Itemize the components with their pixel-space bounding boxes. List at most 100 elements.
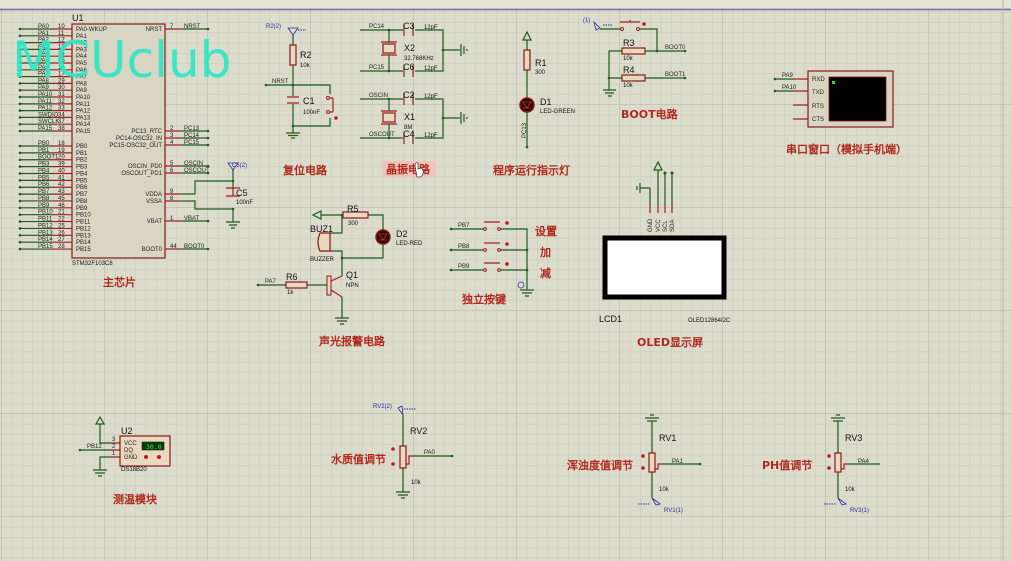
pin-terminal[interactable] (18, 75, 22, 78)
oled-display[interactable]: GND VCC SCL SDA LCD1 OLED12864I2C OLED显示… (599, 160, 731, 349)
pin-terminal[interactable] (18, 192, 22, 196)
chip-body[interactable] (71, 23, 166, 259)
pin-terminal[interactable] (18, 179, 22, 182)
r1-resistor[interactable] (523, 49, 531, 71)
keys-circuit[interactable]: PB7 PB8 PB9 设置 加 减 独立按键 (449, 221, 557, 306)
pin-terminal[interactable] (18, 116, 22, 119)
pin-number: 40 (58, 168, 65, 174)
pb12-net-label: PB12 (87, 444, 102, 450)
pin-terminal[interactable] (18, 227, 22, 230)
pin-terminal[interactable] (206, 143, 210, 147)
pin-terminal[interactable] (18, 144, 22, 148)
rv3-potentiometer[interactable]: RV3(1) RV3 10k PA4 PH值调节 (762, 414, 880, 514)
rv1-potentiometer[interactable]: RV1(1) RV1 10k PA1 浑浊度值调节 (567, 414, 702, 514)
c5-capacitor[interactable]: C5(2) C5 100nF (188, 162, 253, 229)
pin-terminal[interactable] (18, 158, 22, 162)
r3-resistor[interactable] (621, 47, 646, 55)
net-label: PB9 (38, 203, 50, 209)
pin-terminal[interactable] (18, 165, 22, 168)
pin-terminal[interactable] (18, 151, 22, 155)
run-led-circuit[interactable]: R1 300 D1 LED-GREEN PC13 程序运行指示灯 (493, 30, 575, 177)
pin-terminal[interactable] (18, 109, 22, 112)
pin-terminal[interactable] (18, 82, 22, 85)
rv1-ref: RV1 (659, 433, 676, 443)
rv1-body[interactable] (648, 452, 656, 473)
oled-title: OLED显示屏 (637, 336, 703, 349)
d2-led[interactable] (375, 229, 391, 245)
pin-terminal[interactable] (18, 95, 22, 99)
pin-terminal[interactable] (18, 199, 22, 203)
pin-number: 43 (58, 189, 65, 195)
reset-button[interactable] (330, 97, 334, 113)
rv2-body[interactable] (399, 445, 407, 469)
ds18b20-body[interactable] (119, 435, 171, 467)
pin-terminal[interactable] (18, 122, 22, 126)
pa10-net-label: PA10 (782, 85, 797, 91)
pin-terminal[interactable] (18, 27, 22, 31)
reset-circuit[interactable]: R2(2) R2 10k NRST C1 100nF 复位电路 (264, 24, 338, 177)
pin-terminal[interactable] (18, 61, 22, 65)
virtual-terminal[interactable]: PA9 PA10 RXD TXD RTS CTS 串口窗口（模拟手机端） (773, 70, 907, 156)
temp-down-button[interactable] (144, 455, 148, 459)
ds18b20-title: 测温模块 (113, 492, 158, 506)
pin-number: 18 (58, 141, 65, 147)
buzzer[interactable] (317, 232, 331, 252)
rv2-potentiometer[interactable]: RV2(2) RV2 10k PA0 水质值调节 (331, 404, 454, 499)
r6-resistor[interactable] (285, 281, 308, 289)
c2-value: 12pF (424, 94, 438, 100)
q1-transistor[interactable] (326, 275, 332, 296)
pin-terminal[interactable] (206, 27, 210, 31)
boot-circuit[interactable]: (1) R3 10k R4 10k BOOT0 BOOT1 BOOT电路 (583, 18, 687, 121)
net-label: PA2 (38, 38, 50, 44)
net-label: PA8 (38, 78, 50, 84)
key-switches[interactable] (484, 221, 500, 264)
pin-terminal[interactable] (18, 34, 22, 38)
pin-terminal[interactable] (18, 220, 22, 223)
pin-terminal[interactable] (18, 41, 22, 44)
pin-terminal[interactable] (18, 48, 22, 51)
pin-terminal[interactable] (18, 129, 22, 133)
c5-ref: C5 (236, 188, 248, 198)
pin-terminal[interactable] (206, 129, 210, 133)
pin-terminal[interactable] (206, 136, 210, 140)
r2-value: 10k (300, 63, 311, 69)
pin-terminal[interactable] (18, 185, 22, 189)
pa9-net-label: PA9 (782, 73, 794, 79)
rts-pin-label: RTS (812, 104, 824, 110)
pin-terminal[interactable] (206, 164, 210, 168)
c4-value: 12pF (424, 133, 438, 139)
terminal-screen[interactable] (828, 76, 887, 122)
pin-terminal[interactable] (18, 68, 22, 72)
r2-resistor[interactable] (289, 44, 297, 66)
r4-resistor[interactable] (621, 74, 646, 82)
x1-crystal[interactable] (382, 112, 396, 123)
pin-terminal[interactable] (206, 171, 210, 175)
pin-terminal[interactable] (18, 213, 22, 216)
pin-terminal[interactable] (18, 172, 22, 175)
pin-terminal[interactable] (206, 247, 210, 251)
r4-ref: R4 (623, 65, 635, 75)
crystal-circuit[interactable]: PC14 PC15 OSCIN OSCOUT C3 12pF C6 12pF C… (360, 21, 468, 178)
alarm-circuit[interactable]: R5 300 BUZ1 BUZZER D2 LED-RED Q1 NPN R6 … (256, 204, 423, 348)
oled-screen[interactable] (602, 235, 727, 300)
chip-ref: U1 (72, 13, 84, 23)
boot-switch[interactable] (620, 20, 640, 23)
rv3-body[interactable] (834, 452, 842, 473)
pin-terminal[interactable] (18, 206, 22, 210)
pin-terminal[interactable] (18, 240, 22, 244)
d1-led[interactable] (519, 97, 535, 113)
pin-terminal[interactable] (18, 234, 22, 237)
keys-title: 独立按键 (461, 292, 507, 306)
ds18b20-sensor[interactable]: 30.0 VCC DQ GND 3 2 1 PB12 U2 DS18B20 测温… (78, 415, 171, 506)
pin-terminal[interactable] (18, 54, 22, 58)
temp-up-button[interactable] (157, 455, 161, 459)
pin-number: 37 (58, 119, 65, 125)
pin-terminal[interactable] (18, 102, 22, 106)
pin-terminal[interactable] (18, 88, 22, 92)
x2-crystal[interactable] (382, 43, 396, 54)
pc15-net-label: PC15 (369, 65, 385, 71)
pin-terminal[interactable] (18, 247, 22, 251)
pin-terminal[interactable] (206, 219, 210, 223)
